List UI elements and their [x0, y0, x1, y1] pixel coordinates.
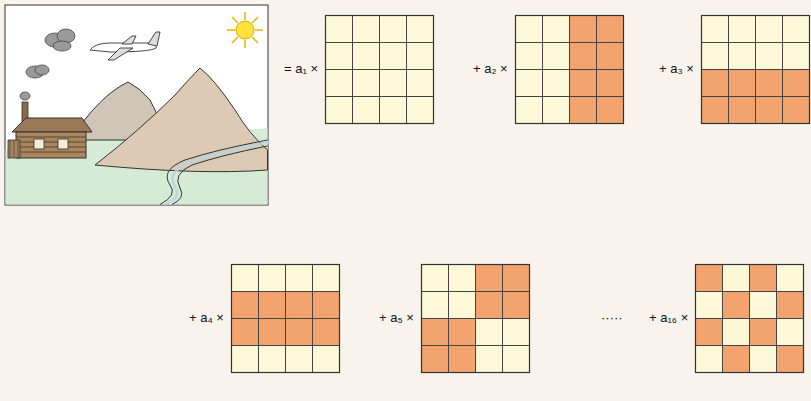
coefficient-label: = a₁ ×	[284, 61, 318, 77]
basis-grid	[516, 16, 624, 124]
coefficient-label: + a₁₆ ×	[649, 310, 688, 326]
coefficient-label: + a₄ ×	[189, 310, 224, 326]
basis-grid	[326, 16, 434, 124]
basis-grid	[696, 265, 804, 373]
basis-grid	[702, 16, 810, 124]
basis-grid	[232, 265, 340, 373]
ellipsis-label: ·····	[601, 310, 623, 326]
coefficient-label: + a₅ ×	[379, 310, 414, 326]
basis-grid	[422, 265, 530, 373]
coefficient-label: + a₃ ×	[659, 61, 694, 77]
landscape-picture	[5, 5, 270, 205]
coefficient-label: + a₂ ×	[473, 61, 508, 77]
